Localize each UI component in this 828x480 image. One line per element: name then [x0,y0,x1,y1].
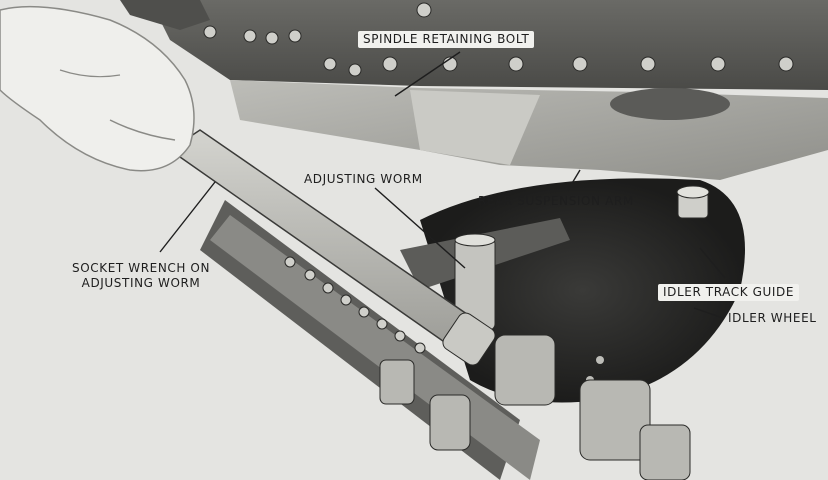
label-rear-suspension-arm: REAR SUSPENSION ARM [478,194,634,208]
arm-weld [610,88,730,120]
leader-lines [159,51,726,319]
track-assembly [200,200,691,480]
wrench-handle [120,0,210,30]
label-idler-track-guide: IDLER TRACK GUIDE [658,284,800,301]
label-adjusting-worm: ADJUSTING WORM [304,172,423,186]
arm-bracket [410,90,540,165]
wrench-socket [442,312,496,366]
label-idler-wheel: IDLER WHEEL [728,311,817,325]
label-socket-wrench: SOCKET WRENCH ON ADJUSTING WORM [72,261,210,291]
label-socket-wrench-line2: ADJUSTING WORM [81,276,201,290]
label-socket-wrench-line1: SOCKET WRENCH ON [72,261,211,275]
label-spindle-retaining-bolt: SPINDLE RETAINING BOLT [358,31,535,48]
hull-rivets [203,2,794,77]
hand [0,5,195,172]
